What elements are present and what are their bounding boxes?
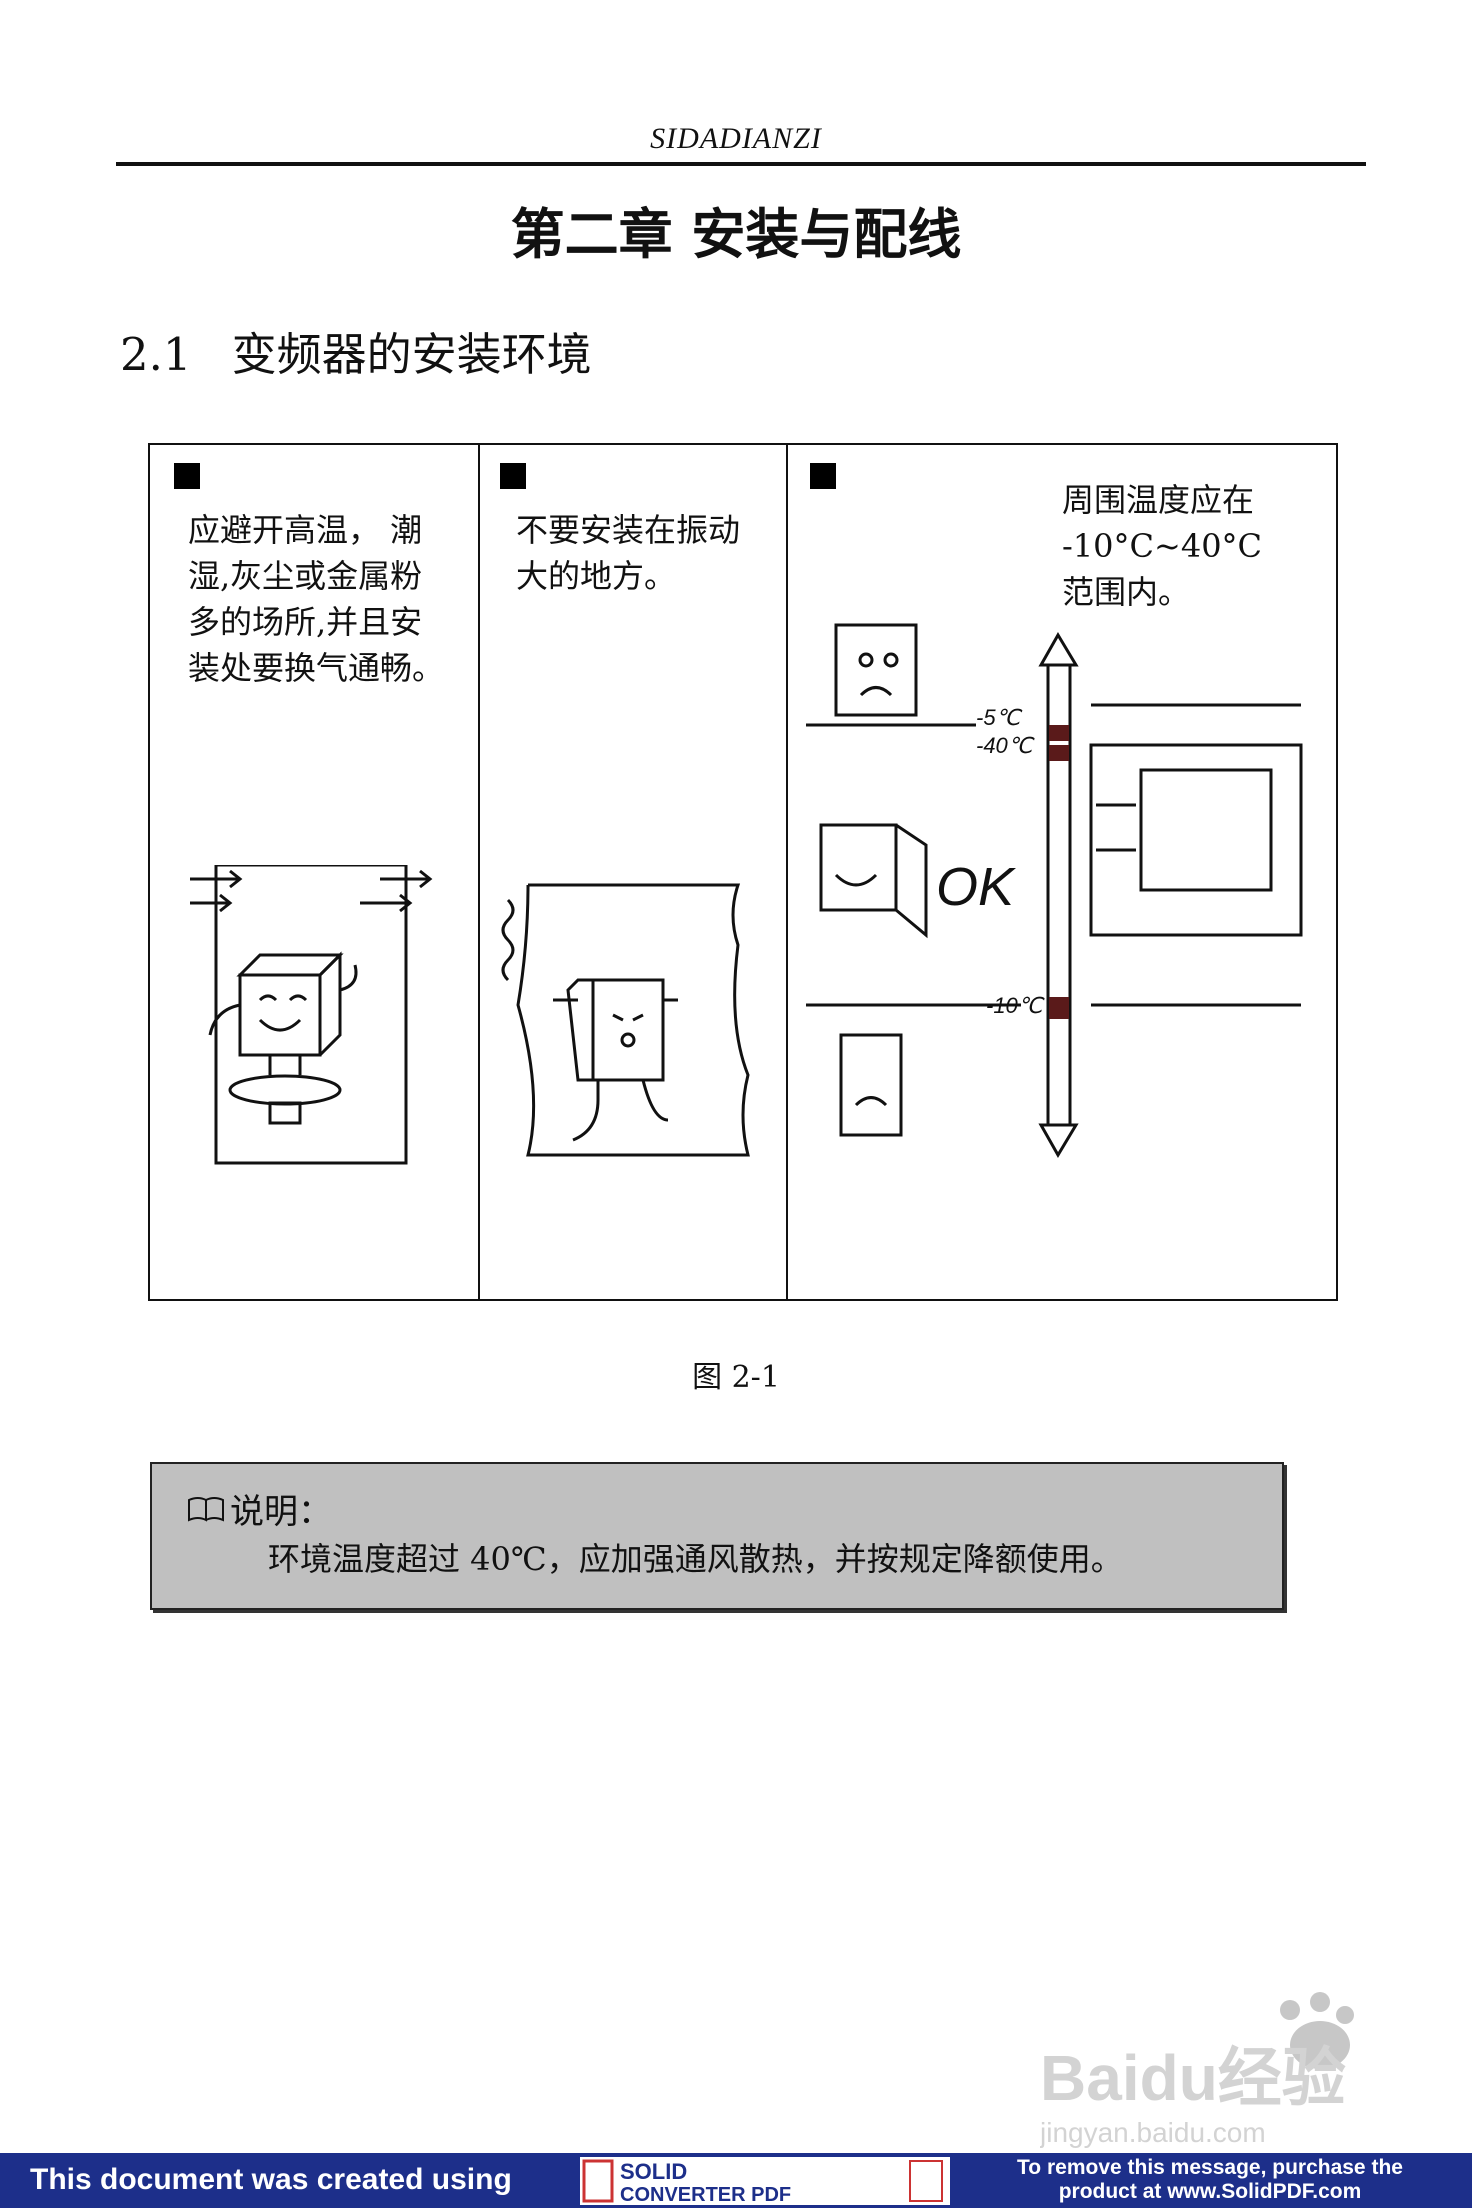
shaking-inverter-illustration (501, 883, 750, 1157)
header-rule (116, 162, 1366, 166)
bullet-square-icon (810, 463, 836, 489)
logo-line1: SOLID (620, 2159, 687, 2184)
running-header: SIDADIANZI (650, 122, 822, 155)
baidu-watermark-logo: Baidu经验 jingyan.baidu.com (1040, 1992, 1354, 2148)
panel-text: 周围温度应在 -10°C~40°C 范围内。 (1062, 481, 1263, 611)
banner-right-text: To remove this message, purchase the pro… (1017, 2156, 1403, 2203)
pdf-converter-banner: This document was created using SOLID CO… (0, 2153, 1472, 2208)
chapter-title: 第二章 安装与配线 (510, 203, 962, 266)
label-minus10: -10℃ (986, 993, 1045, 1018)
label-40: -40℃ (976, 733, 1035, 758)
watermark-brand: Baidu经验 (1040, 2042, 1346, 2114)
panel-temperature: 周围温度应在 -10°C~40°C 范围内。 (786, 445, 1336, 1299)
section-title: 变频器的安装环境 (231, 328, 592, 381)
note-box: 说明： 环境温度超过 40℃，应加强通风散热，并按规定降额使用。 (150, 1462, 1284, 1610)
panel-heat-dust: 应避开高温， 潮 湿,灰尘或金属粉 多的场所,并且安 装处要换气通畅。 (150, 445, 480, 1299)
label-minus5: -5℃ (976, 705, 1023, 730)
section-heading: 2.1 变频器的安装环境 (120, 318, 592, 383)
bullet-square-icon (174, 463, 200, 489)
note-body: 环境温度超过 40℃，应加强通风散热，并按规定降额使用。 (268, 1540, 1123, 1578)
logo-line2: CONVERTER PDF (620, 2184, 791, 2205)
panel-vibration: 不要安装在振动 大的地方。 (478, 445, 788, 1299)
watermark-url: jingyan.baidu.com (1040, 2117, 1266, 2148)
figure-caption: 图 2-1 (692, 1360, 780, 1395)
happy-inverter-illustration (190, 865, 433, 1165)
figure-2-1: 应避开高温， 潮 湿,灰尘或金属粉 多的场所,并且安 装处要换气通畅。 (148, 443, 1338, 1301)
panel-text: 应避开高温， 潮 湿,灰尘或金属粉 多的场所,并且安 装处要换气通畅。 (188, 511, 445, 687)
note-title: 说明： (186, 1484, 332, 1533)
section-number: 2.1 (120, 328, 192, 381)
banner-left-text: This document was created using (30, 2163, 512, 2196)
temperature-range-illustration: -5℃ -40℃ OK -10℃ (806, 623, 1303, 1158)
bullet-square-icon (500, 463, 526, 489)
book-icon (188, 1496, 224, 1522)
solid-converter-logo: SOLID CONVERTER PDF (580, 2157, 950, 2206)
label-ok: OK (936, 857, 1016, 917)
panel-text: 不要安装在振动 大的地方。 (516, 511, 741, 595)
